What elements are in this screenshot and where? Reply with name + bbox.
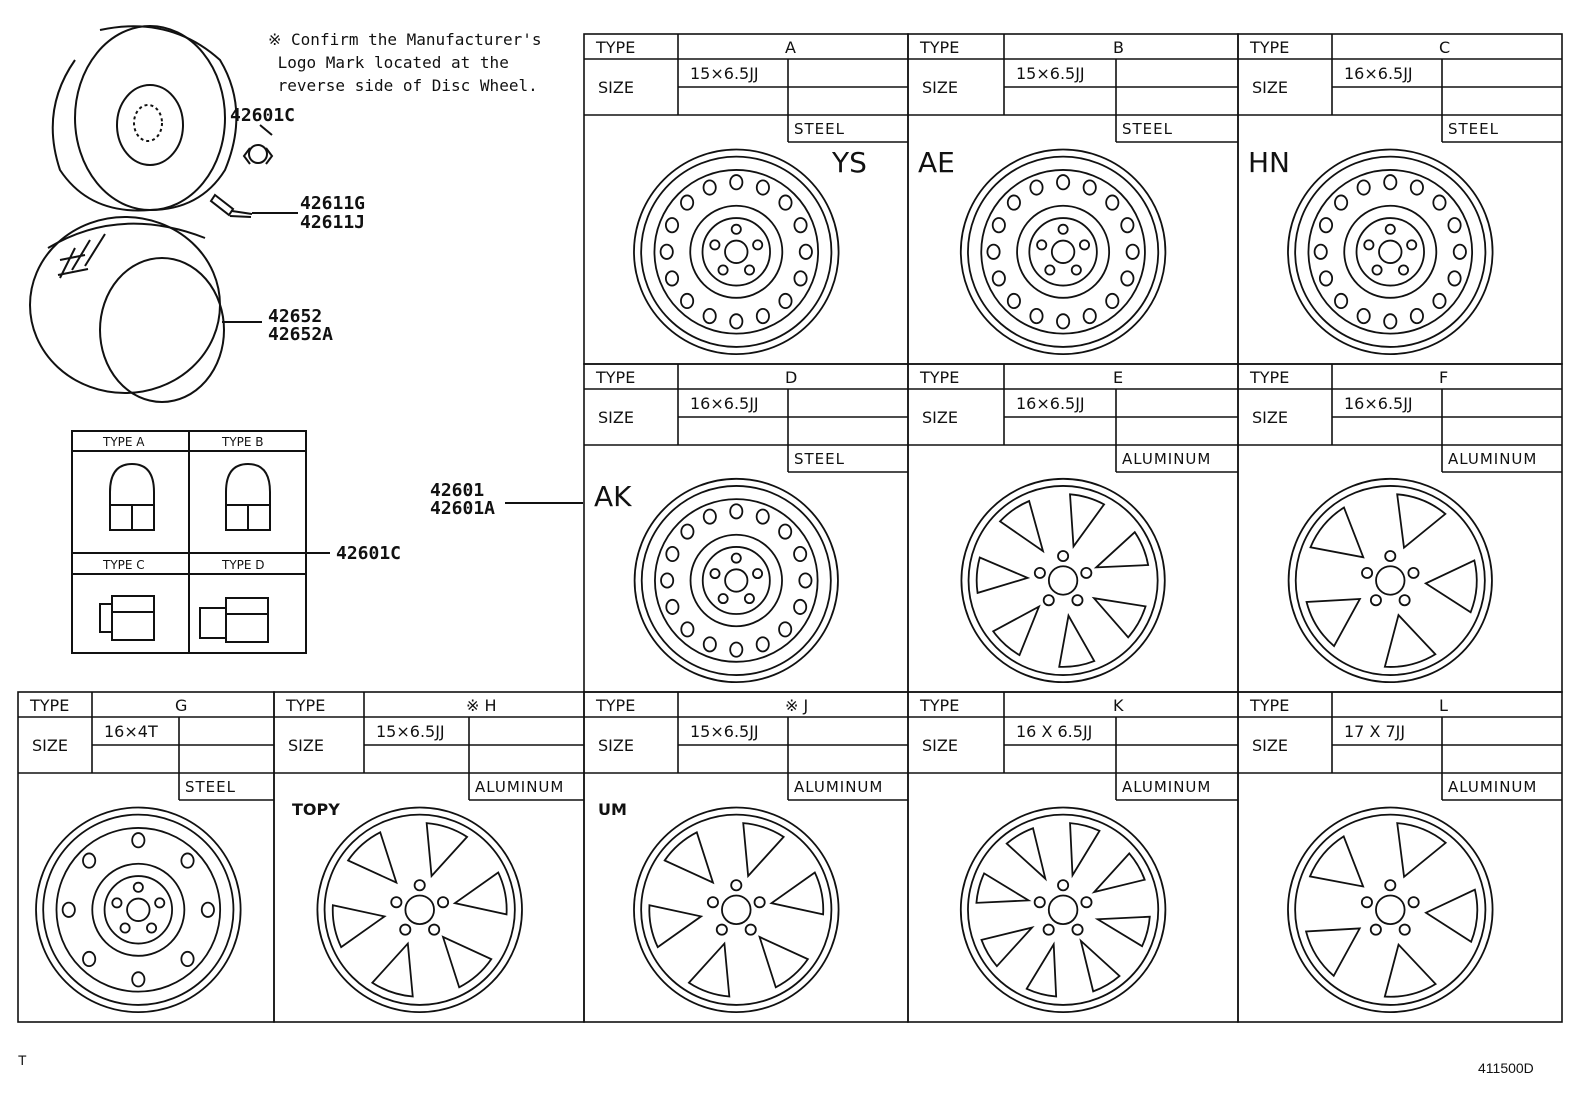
nut-type-d-label: TYPE D bbox=[222, 558, 265, 572]
part-number-cap-nut: 42601C bbox=[230, 105, 296, 126]
size-label: SIZE bbox=[598, 78, 634, 97]
material-label: ALUMINUM bbox=[794, 778, 884, 796]
size-value: 15×6.5JJ bbox=[376, 722, 445, 741]
diagram-number: 411500D bbox=[1478, 1060, 1534, 1076]
size-value: 16×6.5JJ bbox=[1344, 64, 1413, 83]
material-label: ALUMINUM bbox=[1122, 450, 1212, 468]
small-nut-illustration bbox=[242, 144, 274, 165]
type-value: G bbox=[175, 696, 188, 715]
size-value: 16×6.5JJ bbox=[1016, 394, 1085, 413]
part-number-wheel-1: 42601 bbox=[430, 480, 485, 501]
material-label: STEEL bbox=[794, 450, 845, 468]
logo-code: AE bbox=[918, 146, 955, 179]
size-label: SIZE bbox=[32, 736, 68, 755]
material-label: STEEL bbox=[1122, 120, 1173, 138]
type-label: TYPE bbox=[596, 368, 636, 387]
type-value: A bbox=[785, 38, 796, 57]
tire-illustration bbox=[29, 216, 262, 403]
part-number-tire-1: 42652 bbox=[268, 306, 323, 327]
type-label: TYPE bbox=[30, 696, 70, 715]
size-label: SIZE bbox=[1252, 736, 1288, 755]
size-label: SIZE bbox=[1252, 78, 1288, 97]
part-number-hub-nut: 42601C bbox=[336, 543, 402, 564]
size-value: 15×6.5JJ bbox=[690, 722, 759, 741]
material-label: ALUMINUM bbox=[475, 778, 565, 796]
type-value: D bbox=[785, 368, 798, 387]
valve-illustration bbox=[209, 193, 298, 218]
type-label: TYPE bbox=[596, 38, 636, 57]
wheel-panel-c bbox=[1237, 33, 1563, 365]
size-value: 16×4T bbox=[104, 722, 158, 741]
nut-type-c-label: TYPE C bbox=[103, 558, 145, 572]
type-label: TYPE bbox=[596, 696, 636, 715]
nut-type-table bbox=[71, 430, 307, 654]
part-number-valve-2: 42611J bbox=[300, 212, 366, 233]
wheel-panel-e bbox=[907, 363, 1239, 693]
logo-code: YS bbox=[832, 146, 867, 179]
material-label: STEEL bbox=[1448, 120, 1499, 138]
wheel-panel-g bbox=[17, 691, 275, 1023]
size-value: 16 X 6.5JJ bbox=[1016, 722, 1093, 741]
wheel-panel-j bbox=[583, 691, 909, 1023]
logo-code: AK bbox=[594, 480, 632, 513]
size-label: SIZE bbox=[288, 736, 324, 755]
type-value: C bbox=[1439, 38, 1451, 57]
size-label: SIZE bbox=[922, 408, 958, 427]
footer-mark: T bbox=[18, 1052, 27, 1068]
logo-mark-j: UM bbox=[598, 800, 627, 819]
type-label: TYPE bbox=[920, 38, 960, 57]
type-label: TYPE bbox=[920, 368, 960, 387]
material-label: ALUMINUM bbox=[1448, 450, 1538, 468]
material-label: STEEL bbox=[185, 778, 236, 796]
wheel-panel-f bbox=[1237, 363, 1563, 693]
type-label: TYPE bbox=[1250, 368, 1290, 387]
size-label: SIZE bbox=[922, 736, 958, 755]
size-value: 16×6.5JJ bbox=[1344, 394, 1413, 413]
type-label: TYPE bbox=[1250, 38, 1290, 57]
type-value: K bbox=[1113, 696, 1124, 715]
wheel-panel-a bbox=[583, 33, 909, 365]
material-label: ALUMINUM bbox=[1448, 778, 1538, 796]
type-value: E bbox=[1113, 368, 1124, 387]
nut-type-b-label: TYPE B bbox=[222, 435, 264, 449]
part-number-wheel-2: 42601A bbox=[430, 498, 496, 519]
size-value: 16×6.5JJ bbox=[690, 394, 759, 413]
material-label: STEEL bbox=[794, 120, 845, 138]
size-label: SIZE bbox=[1252, 408, 1288, 427]
part-number-tire-2: 42652A bbox=[268, 324, 334, 345]
size-label: SIZE bbox=[598, 408, 634, 427]
type-value: B bbox=[1113, 38, 1124, 57]
type-label: TYPE bbox=[286, 696, 326, 715]
size-label: SIZE bbox=[922, 78, 958, 97]
type-value: ※ J bbox=[785, 696, 809, 715]
part-number-valve-1: 42611G bbox=[300, 193, 366, 214]
wheel-panel-b bbox=[907, 33, 1239, 365]
nut-type-a-label: TYPE A bbox=[103, 435, 145, 449]
size-value: 15×6.5JJ bbox=[690, 64, 759, 83]
disc-wheel-illustration bbox=[51, 25, 238, 212]
type-value: L bbox=[1439, 696, 1448, 715]
size-value: 17 X 7JJ bbox=[1344, 722, 1406, 741]
size-label: SIZE bbox=[598, 736, 634, 755]
logo-mark-note: ※ Confirm the Manufacturer's Logo Mark l… bbox=[268, 30, 542, 95]
logo-code: HN bbox=[1248, 146, 1290, 179]
type-label: TYPE bbox=[920, 696, 960, 715]
material-label: ALUMINUM bbox=[1122, 778, 1212, 796]
type-value: F bbox=[1439, 368, 1449, 387]
logo-mark-h: TOPY bbox=[292, 800, 340, 819]
wheel-panel-l bbox=[1237, 691, 1563, 1023]
size-value: 15×6.5JJ bbox=[1016, 64, 1085, 83]
type-label: TYPE bbox=[1250, 696, 1290, 715]
type-value: ※ H bbox=[466, 696, 497, 715]
